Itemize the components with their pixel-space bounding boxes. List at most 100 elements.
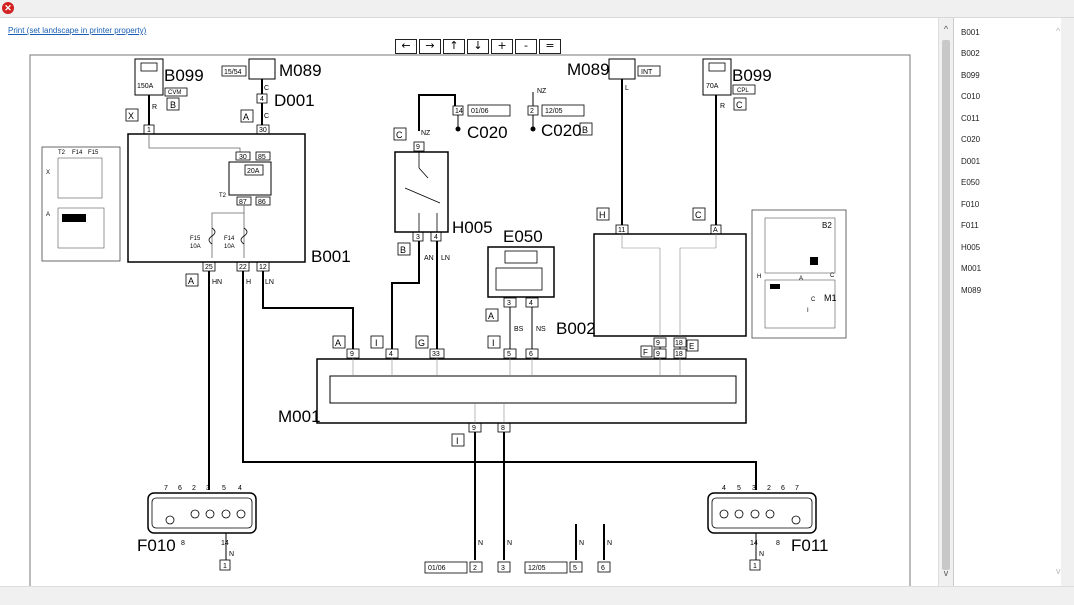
wire-h-label: H [246, 279, 251, 286]
pin-1-label: 1 [147, 127, 151, 134]
wire-n-label-1: N [478, 540, 483, 547]
pin-3-label-3: 3 [501, 565, 505, 572]
scrollbar-thumb[interactable] [942, 40, 950, 570]
pin-6-label-2: 6 [601, 565, 605, 572]
connector-f-label: F [643, 348, 648, 357]
f010-pin-14: 14 [221, 540, 229, 547]
pan-left-button[interactable]: ← [395, 39, 417, 54]
m089-right-label: M089 [567, 60, 610, 79]
f011-pin-5: 5 [737, 485, 741, 492]
wire-r-label: R [152, 104, 157, 111]
c020-b-label: C020 [541, 121, 582, 140]
pan-up-button[interactable]: ↑ [443, 39, 465, 54]
m001-label: M001 [278, 407, 321, 426]
pan-down-button[interactable]: ↓ [467, 39, 489, 54]
pin-5-label: 5 [507, 351, 511, 358]
component-item-f010[interactable]: F010 [961, 200, 980, 209]
component-item-b002[interactable]: B002 [961, 49, 980, 58]
wiring-diagram: 150A B099 CVM B X R 1 15/54 M089 C 4 D00… [29, 54, 911, 586]
f14-label: F14 [224, 236, 235, 242]
pin-4-label: 4 [260, 96, 264, 103]
b099-right-component: 70A B099 CPL C R C A [692, 58, 772, 235]
pin-3-label-2: 3 [507, 300, 511, 307]
bottom-connectors: 01/06 2 3 12/05 5 6 [424, 561, 611, 574]
list-scroll-down-icon[interactable]: v [1056, 566, 1061, 576]
pin-85-label: 85 [258, 154, 266, 161]
f011-pin-2: 2 [767, 485, 771, 492]
inset-i-label: I [807, 308, 809, 314]
wire-hn-label: HN [212, 279, 222, 286]
pin-6-label: 6 [529, 351, 533, 358]
component-item-c020[interactable]: C020 [961, 135, 981, 144]
f011-pin-1: 1 [753, 563, 757, 570]
connector-g-label: G [418, 338, 425, 348]
pin-9-label-4: 9 [656, 351, 660, 358]
component-item-m001[interactable]: M001 [961, 264, 982, 273]
t2-label: T2 [219, 193, 227, 199]
b001-component: 30 85 20A T2 87 86 F15 10A F14 10A 25 22… [127, 133, 351, 287]
zoom-reset-button[interactable]: = [539, 39, 561, 54]
amp-10a-2-label: 10A [224, 244, 235, 250]
pin-9-label-2: 9 [656, 340, 660, 347]
f011-component: 4 5 3 2 6 7 14 8 F011 N 1 [707, 485, 829, 571]
pin-25-label: 25 [205, 264, 213, 271]
wire-n-label-4: N [607, 540, 612, 547]
pin-22-label: 22 [239, 264, 247, 271]
date-1205-label: 12/05 [545, 108, 563, 115]
component-item-c010[interactable]: C010 [961, 92, 981, 101]
m089-right-component: M089 INT L H 11 [567, 58, 661, 235]
diagram-scrollbar[interactable]: ^ v [938, 18, 953, 586]
component-item-e050[interactable]: E050 [961, 178, 980, 187]
component-item-c011[interactable]: C011 [961, 114, 980, 123]
f010-pin-5: 5 [222, 485, 226, 492]
close-icon[interactable]: ✕ [2, 2, 14, 14]
f010-component: 7 6 2 3 5 4 8 14 F010 N 1 [137, 485, 257, 571]
b001-label: B001 [311, 247, 351, 266]
connector-x-label: X [128, 111, 134, 121]
scroll-down-icon[interactable]: v [943, 568, 949, 578]
zoom-in-button[interactable]: + [491, 39, 513, 54]
connector-i-label-2: I [492, 338, 495, 348]
title-bar: ✕ [0, 0, 1074, 18]
cpl-label: CPL [737, 88, 749, 94]
list-scroll-up-icon[interactable]: ^ [1056, 26, 1061, 36]
wire-l-label: L [625, 85, 629, 92]
f010-label: F010 [137, 536, 176, 555]
pin-18-label: 18 [675, 340, 683, 347]
pin-2-label-2: 2 [473, 565, 477, 572]
f011-pin-14: 14 [750, 540, 758, 547]
wire-n-label-6: N [759, 551, 764, 558]
connector-c-label: C [396, 130, 403, 140]
wire-n-label-3: N [579, 540, 584, 547]
zoom-out-button[interactable]: - [515, 39, 537, 54]
b099-left-component: 150A B099 CVM B X R 1 [125, 58, 204, 135]
connector-e-label: E [689, 342, 694, 351]
pin-87-label: 87 [239, 199, 247, 206]
f010-pin-3: 3 [206, 485, 210, 492]
wire-c-label-2: C [264, 113, 269, 120]
f010-pin-6: 6 [178, 485, 182, 492]
component-list: B001 B002 B099 C010 C011 C020 D001 E050 … [953, 18, 1061, 586]
scroll-up-icon[interactable]: ^ [943, 24, 949, 34]
m001-component: M001 9 4 33 5 6 9 18 A I G I [278, 335, 747, 447]
date-0106-label: 01/06 [471, 108, 489, 115]
date-1205-label-2: 12/05 [528, 565, 546, 572]
component-item-d001[interactable]: D001 [961, 157, 981, 166]
component-item-h005[interactable]: H005 [961, 243, 981, 252]
component-item-b001[interactable]: B001 [961, 28, 980, 37]
pan-right-button[interactable]: → [419, 39, 441, 54]
pin-4-label-3: 4 [529, 300, 533, 307]
component-item-m089[interactable]: M089 [961, 286, 982, 295]
pin-4-label-4: 4 [389, 351, 393, 358]
pin-30-label-2: 30 [239, 154, 247, 161]
fuse-150a-label: 150A [137, 83, 154, 90]
connector-a-label-3: A [488, 311, 494, 321]
inset-f14-label: F14 [72, 150, 83, 156]
pin-4-label-2: 4 [434, 234, 438, 241]
print-link[interactable]: Print (set landscape in printer property… [8, 26, 147, 35]
pin-33-label: 33 [432, 351, 440, 358]
component-item-b099[interactable]: B099 [961, 71, 980, 80]
h005-component: 14 01/06 C020 C NZ 9 3 4 H005 B AN L [391, 94, 511, 349]
component-item-f011[interactable]: F011 [961, 221, 979, 230]
wire-nz-label: NZ [421, 130, 431, 137]
